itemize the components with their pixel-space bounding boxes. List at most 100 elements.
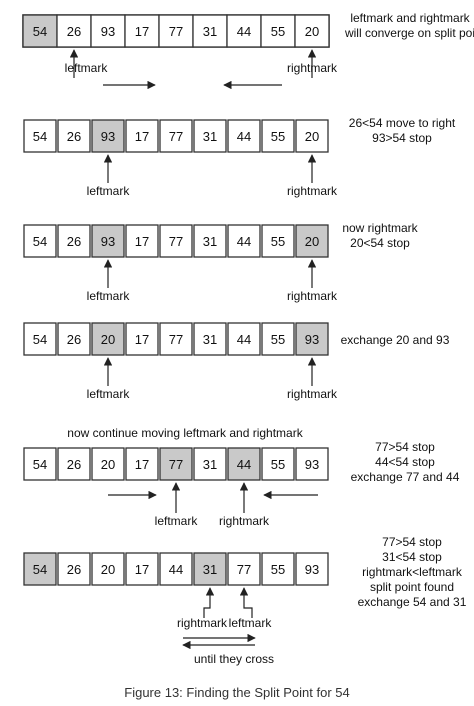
array-cell <box>159 119 193 153</box>
row-note-line: 77>54 stop <box>375 440 435 454</box>
array-cell <box>260 14 296 48</box>
array-cell <box>23 119 57 153</box>
until-they-cross-label: until they cross <box>194 652 274 666</box>
array-cell <box>227 322 261 356</box>
row-note-line: exchange 54 and 31 <box>358 595 467 609</box>
row-note-line: split point found <box>370 580 454 594</box>
array-cell-value: 31 <box>203 332 217 347</box>
array-cell-value: 20 <box>305 24 319 39</box>
array-cell-value: 26 <box>67 457 81 472</box>
array-cell-value: 17 <box>135 562 149 577</box>
row-note-line: will converge on split poi <box>344 26 474 40</box>
array-cell-value: 77 <box>169 234 183 249</box>
array-cell-value: 20 <box>101 332 115 347</box>
array-cell <box>261 119 295 153</box>
rightmark-label: rightmark <box>219 514 270 528</box>
array-cell <box>192 14 228 48</box>
array-cell <box>125 119 159 153</box>
array-cell <box>295 119 329 153</box>
leftmark-label: leftmark <box>87 387 131 401</box>
leftmark-label: leftmark <box>229 616 273 630</box>
array-cell-value: 44 <box>237 457 251 472</box>
array-cell <box>193 119 227 153</box>
array-cell <box>57 447 91 481</box>
array-cell <box>227 119 261 153</box>
array-cell-value: 44 <box>169 562 183 577</box>
row-note-line: now rightmark <box>342 221 418 235</box>
rightmark-label: rightmark <box>287 61 338 75</box>
array-cell <box>226 14 262 48</box>
array-cell-value: 20 <box>101 562 115 577</box>
array-cell-highlighted <box>295 224 329 258</box>
array-cell <box>261 447 295 481</box>
array-cell-value: 31 <box>203 562 217 577</box>
row-heading: now continue moving leftmark and rightma… <box>67 426 303 440</box>
array-cell-highlighted <box>22 14 58 48</box>
array-cell-value: 55 <box>271 129 285 144</box>
row-note-line: leftmark and rightmark <box>350 11 470 25</box>
array-cell <box>261 224 295 258</box>
array-cell-value: 17 <box>135 457 149 472</box>
array-cell <box>125 552 159 586</box>
rightmark-label: rightmark <box>287 184 338 198</box>
row-note-line: exchange 20 and 93 <box>341 333 450 347</box>
array-cell-value: 55 <box>271 457 285 472</box>
row-note-line: 44<54 stop <box>375 455 435 469</box>
array-cell-highlighted <box>23 552 57 586</box>
array-cell-value: 93 <box>101 129 115 144</box>
array-cell-highlighted <box>91 322 125 356</box>
array-cell-value: 17 <box>135 234 149 249</box>
row-note-line: 31<54 stop <box>382 550 442 564</box>
array-cell-value: 55 <box>271 234 285 249</box>
array-cell-highlighted <box>193 552 227 586</box>
array-cell <box>193 224 227 258</box>
array-cell-highlighted <box>91 224 125 258</box>
array-cell-value: 44 <box>237 129 251 144</box>
array-cell-highlighted <box>227 447 261 481</box>
array-cell-value: 17 <box>135 129 149 144</box>
array-cell-value: 93 <box>305 332 319 347</box>
array-cell-value: 54 <box>33 332 47 347</box>
row-note-line: exchange 77 and 44 <box>351 470 460 484</box>
array-cell-value: 20 <box>305 234 319 249</box>
array-cell-value: 55 <box>271 24 285 39</box>
array-cell <box>125 447 159 481</box>
array-cell-value: 31 <box>203 234 217 249</box>
row-note-line: 26<54 move to right <box>349 116 456 130</box>
array-cell <box>193 322 227 356</box>
array-cell <box>261 552 295 586</box>
array-cell-highlighted <box>159 447 193 481</box>
row-note-line: 93>54 stop <box>372 131 432 145</box>
array-cell-value: 93 <box>305 457 319 472</box>
array-cell-value: 31 <box>203 24 217 39</box>
array-cell-value: 26 <box>67 234 81 249</box>
array-cell-value: 77 <box>169 457 183 472</box>
array-cell-value: 54 <box>33 234 47 249</box>
array-cell <box>23 322 57 356</box>
array-cell-value: 93 <box>305 562 319 577</box>
array-cell <box>57 552 91 586</box>
array-cell <box>23 447 57 481</box>
array-cell-value: 44 <box>237 332 251 347</box>
array-cell-value: 26 <box>67 24 81 39</box>
array-cell-highlighted <box>295 322 329 356</box>
array-cell <box>57 119 91 153</box>
array-cell-highlighted <box>91 119 125 153</box>
array-cell <box>91 447 125 481</box>
array-cell-value: 31 <box>203 129 217 144</box>
array-cell <box>125 224 159 258</box>
array-cell <box>57 322 91 356</box>
row-note-line: rightmark<leftmark <box>362 565 463 579</box>
array-cell <box>294 14 330 48</box>
rightmark-label: rightmark <box>287 289 338 303</box>
array-cell-value: 77 <box>237 562 251 577</box>
array-cell <box>56 14 92 48</box>
array-cell-value: 93 <box>101 24 115 39</box>
array-cell <box>295 447 329 481</box>
array-cell-value: 93 <box>101 234 115 249</box>
